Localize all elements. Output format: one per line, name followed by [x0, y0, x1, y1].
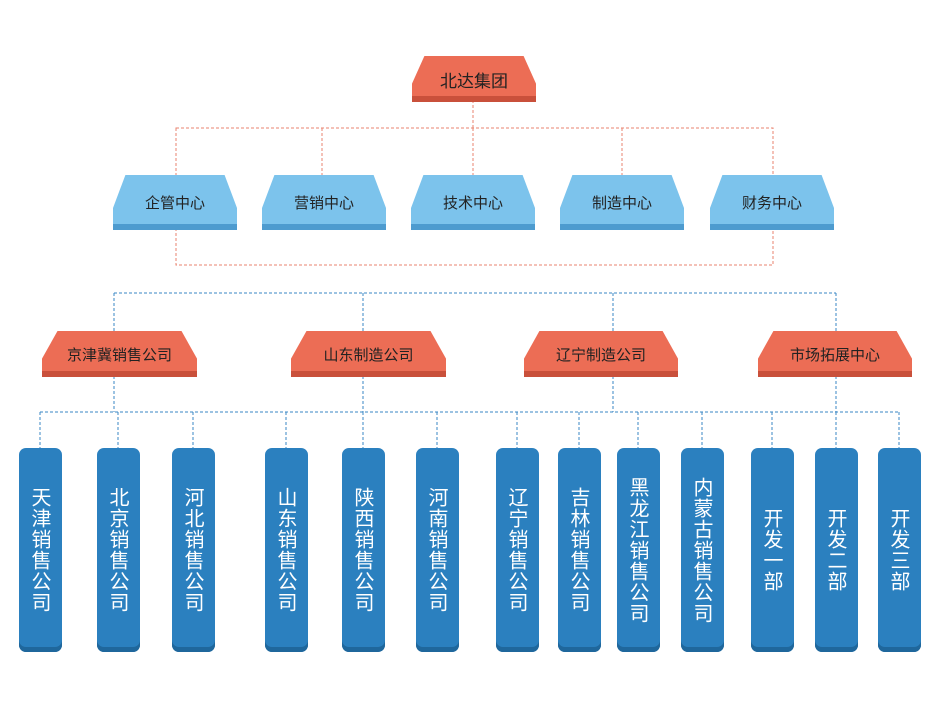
unit-label: 开发一部 — [760, 508, 784, 592]
center-label: 制造中心 — [591, 194, 652, 212]
company-node-2: 山东制造公司 — [291, 331, 446, 377]
center-node-4: 制造中心 — [560, 175, 684, 230]
center-label: 营销中心 — [293, 194, 354, 212]
unit-node-2: 北京销售公司 — [97, 448, 140, 652]
unit-node-10: 内蒙古销售公司 — [681, 448, 724, 652]
company-label: 辽宁制造公司 — [555, 345, 646, 364]
unit-label: 陕西销售公司 — [351, 487, 375, 613]
unit-label: 内蒙古销售公司 — [690, 476, 714, 624]
center-node-5: 财务中心 — [710, 175, 834, 230]
company-label: 市场拓展中心 — [789, 345, 880, 364]
unit-label: 开发三部 — [887, 508, 911, 592]
unit-node-4: 山东销售公司 — [265, 448, 308, 652]
company-label: 京津冀销售公司 — [66, 345, 172, 364]
unit-node-6: 河南销售公司 — [416, 448, 459, 652]
center-node-2: 营销中心 — [262, 175, 386, 230]
lower-connectors — [39, 292, 900, 450]
unit-label: 河南销售公司 — [425, 487, 449, 613]
unit-label: 北京销售公司 — [106, 487, 130, 613]
center-label: 企管中心 — [144, 194, 205, 212]
unit-label: 开发二部 — [824, 508, 848, 592]
company-node-4: 市场拓展中心 — [758, 331, 912, 377]
center-node-1: 企管中心 — [113, 175, 237, 230]
company-node-1: 京津冀销售公司 — [42, 331, 197, 377]
unit-node-11: 开发一部 — [751, 448, 794, 652]
unit-node-3: 河北销售公司 — [172, 448, 215, 652]
root-node: 北达集团 — [412, 56, 536, 102]
unit-node-12: 开发二部 — [815, 448, 858, 652]
unit-node-13: 开发三部 — [878, 448, 921, 652]
unit-node-1: 天津销售公司 — [19, 448, 62, 652]
unit-label: 天津销售公司 — [28, 487, 52, 613]
root-label: 北达集团 — [440, 71, 508, 92]
unit-node-7: 辽宁销售公司 — [496, 448, 539, 652]
unit-label: 黑龙江销售公司 — [626, 476, 650, 624]
center-label: 财务中心 — [741, 194, 802, 212]
unit-node-9: 黑龙江销售公司 — [617, 448, 660, 652]
unit-node-8: 吉林销售公司 — [558, 448, 601, 652]
unit-label: 吉林销售公司 — [567, 487, 591, 613]
unit-label: 山东销售公司 — [274, 487, 298, 613]
company-label: 山东制造公司 — [323, 345, 414, 364]
unit-label: 河北销售公司 — [181, 487, 205, 613]
center-label: 技术中心 — [442, 194, 503, 212]
unit-label: 辽宁销售公司 — [505, 487, 529, 613]
unit-node-5: 陕西销售公司 — [342, 448, 385, 652]
center-node-3: 技术中心 — [411, 175, 535, 230]
company-node-3: 辽宁制造公司 — [524, 331, 678, 377]
